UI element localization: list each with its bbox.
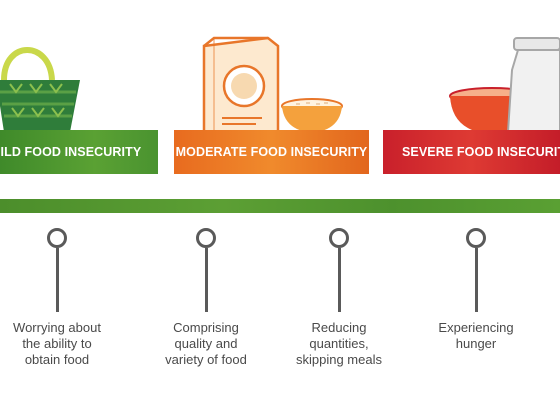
- marker-ring: [466, 228, 486, 248]
- caption-line: the ability to: [22, 336, 92, 351]
- caption-line: variety of food: [165, 352, 247, 367]
- timeline-marker-4: [466, 228, 486, 314]
- caption-line: quantities,: [309, 336, 369, 351]
- marker-ring: [329, 228, 349, 248]
- caption-line: hunger: [455, 336, 497, 351]
- banner-mild-label: MILD FOOD INSECURITY: [0, 145, 142, 159]
- marker-stem: [204, 248, 208, 312]
- timeline-marker-1: [47, 228, 67, 314]
- timeline-marker-2: [196, 228, 216, 314]
- marker-stem: [337, 248, 341, 312]
- illustrations: [0, 36, 560, 134]
- marker-stem: [474, 248, 478, 312]
- caption-line: Comprising: [173, 320, 239, 335]
- stage-caption-4: Experiencing hunger: [411, 320, 541, 352]
- caption-line: Reducing: [311, 320, 367, 335]
- banner-moderate-label: MODERATE FOOD INSECURITY: [175, 145, 368, 159]
- caption-line: skipping meals: [296, 352, 382, 367]
- marker-stem: [55, 248, 59, 312]
- banner-mild: MILD FOOD INSECURITY: [0, 130, 158, 174]
- caption-line: quality and: [174, 336, 238, 351]
- stage-caption-1: Worrying about the ability to obtain foo…: [0, 320, 122, 368]
- banner-moderate: MODERATE FOOD INSECURITY: [174, 130, 369, 174]
- caption-line: Worrying about: [13, 320, 101, 335]
- caption-line: Experiencing: [438, 320, 514, 335]
- timeline-bar: [0, 199, 560, 213]
- stage-caption-3: Reducing quantities, skipping meals: [274, 320, 404, 368]
- marker-ring: [47, 228, 67, 248]
- banner-severe: SEVERE FOOD INSECURITY: [383, 130, 560, 174]
- rice-bowl-icon: [281, 98, 343, 133]
- banner-severe-label: SEVERE FOOD INSECURITY: [402, 145, 560, 159]
- cereal-box-icon: [202, 36, 280, 134]
- jar-icon: [506, 37, 560, 133]
- timeline-marker-3: [329, 228, 349, 314]
- basket-icon: [0, 47, 80, 132]
- stage-caption-2: Comprising quality and variety of food: [141, 320, 271, 368]
- caption-line: obtain food: [24, 352, 90, 367]
- marker-ring: [196, 228, 216, 248]
